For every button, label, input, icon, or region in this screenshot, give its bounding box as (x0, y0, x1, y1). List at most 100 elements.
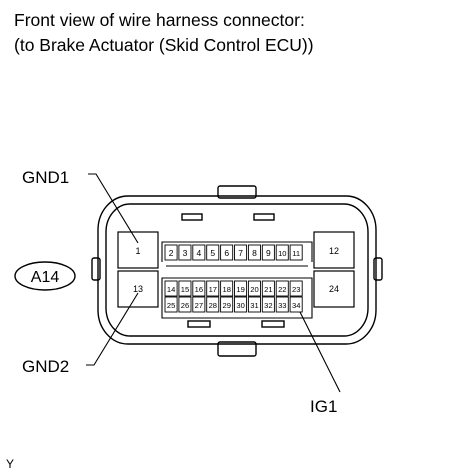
cavity-12 (313, 231, 355, 269)
pin-cell-27 (192, 296, 206, 313)
pin-cell-19 (234, 280, 248, 297)
pin-cell-22 (275, 280, 289, 297)
pin-label-2: 2 (169, 248, 174, 258)
callout-ig1-label: IG1 (310, 397, 337, 416)
top-latch-tab (217, 185, 257, 199)
pin-cell-34 (289, 296, 303, 313)
cavity-13 (117, 270, 159, 308)
pin-cell-3 (178, 244, 192, 261)
pin-cell-15 (178, 280, 192, 297)
right-ear (373, 257, 383, 281)
pin-cell-20 (247, 280, 261, 297)
pin-label-3: 3 (183, 248, 188, 258)
outer-shell (97, 195, 377, 345)
pin-label-9: 9 (266, 248, 271, 258)
pin-cell-4 (192, 244, 206, 261)
pin-label-19: 19 (236, 285, 244, 294)
leader-ig1 (299, 311, 341, 393)
pin-cell-29 (220, 296, 234, 313)
pin-label-8: 8 (252, 248, 257, 258)
pin-label-31: 31 (250, 301, 258, 310)
right-cavity-block (313, 231, 355, 308)
pin-label-20: 20 (250, 285, 258, 294)
pin-cell-9 (261, 244, 275, 261)
pin-label-13: 13 (133, 284, 143, 294)
pin-cell-6 (220, 244, 234, 261)
connector-housing (91, 185, 383, 357)
pin-row-3: 25 26 27 28 29 30 31 32 33 34 (164, 296, 303, 313)
leader-gnd1 (88, 173, 139, 244)
pin-label-15: 15 (181, 285, 189, 294)
pin-label-24: 24 (329, 284, 339, 294)
bottom-slot-left (187, 320, 211, 328)
pin-cell-11 (289, 244, 303, 261)
pin-cell-21 (261, 280, 275, 297)
pin-label-26: 26 (181, 301, 189, 310)
pin-label-10: 10 (278, 249, 286, 258)
pin-label-27: 27 (195, 301, 203, 310)
inner-shell (105, 203, 369, 337)
pin-cell-18 (220, 280, 234, 297)
pin-label-1: 1 (135, 246, 140, 256)
leader-gnd2 (86, 292, 139, 366)
pin-label-18: 18 (222, 285, 230, 294)
pin-label-17: 17 (209, 285, 217, 294)
top-slot-left (181, 213, 203, 221)
pin-label-33: 33 (278, 301, 286, 310)
title-line-2: (to Brake Actuator (Skid Control ECU)) (14, 35, 314, 55)
pin-cell-8 (247, 244, 261, 261)
pin-cell-2 (164, 244, 178, 261)
pin-label-23: 23 (292, 285, 300, 294)
pin-cell-33 (275, 296, 289, 313)
pin-cell-14 (164, 280, 178, 297)
pin-label-32: 32 (264, 301, 272, 310)
pin-cell-5 (206, 244, 220, 261)
pin-label-21: 21 (264, 285, 272, 294)
pin-cell-17 (206, 280, 220, 297)
bottom-slot-right (261, 320, 285, 328)
pin-label-22: 22 (278, 285, 286, 294)
pin-cell-28 (206, 296, 220, 313)
callout-gnd1-label: GND1 (22, 168, 69, 187)
pin-label-4: 4 (197, 248, 202, 258)
title-line-1: Front view of wire harness connector: (14, 10, 305, 30)
pin-label-7: 7 (238, 248, 243, 258)
pin-label-11: 11 (292, 249, 300, 258)
pin-cell-23 (289, 280, 303, 297)
pin-cell-31 (247, 296, 261, 313)
pin-label-16: 16 (195, 285, 203, 294)
top-slot-right (253, 213, 275, 221)
lower-field-frame (161, 277, 313, 319)
pin-label-34: 34 (292, 301, 300, 310)
upper-field-frame (161, 241, 313, 262)
pin-label-25: 25 (167, 301, 175, 310)
pin-cell-32 (261, 296, 275, 313)
pin-label-12: 12 (329, 246, 339, 256)
pin-label-30: 30 (236, 301, 244, 310)
center-pin-field (161, 241, 313, 319)
callout-gnd2-label: GND2 (22, 357, 69, 376)
pin-label-6: 6 (224, 248, 229, 258)
connector-code-badge: A14 (14, 261, 76, 291)
connector-code-label: A14 (31, 269, 60, 286)
leader-lines (86, 173, 341, 393)
corner-mark: Y (6, 457, 14, 471)
left-ear (91, 257, 101, 281)
pin-cell-26 (178, 296, 192, 313)
connector-code-ellipse (14, 261, 76, 291)
cavity-1 (117, 231, 159, 269)
pin-cell-16 (192, 280, 206, 297)
bottom-latch-tab (217, 341, 257, 357)
pin-cell-25 (164, 296, 178, 313)
pin-label-29: 29 (222, 301, 230, 310)
pin-label-5: 5 (210, 248, 215, 258)
pin-cell-10 (275, 244, 289, 261)
pin-label-28: 28 (209, 301, 217, 310)
pin-cell-30 (234, 296, 248, 313)
pin-cell-7 (234, 244, 248, 261)
cavity-24 (313, 270, 355, 308)
left-cavity-block (117, 231, 159, 308)
